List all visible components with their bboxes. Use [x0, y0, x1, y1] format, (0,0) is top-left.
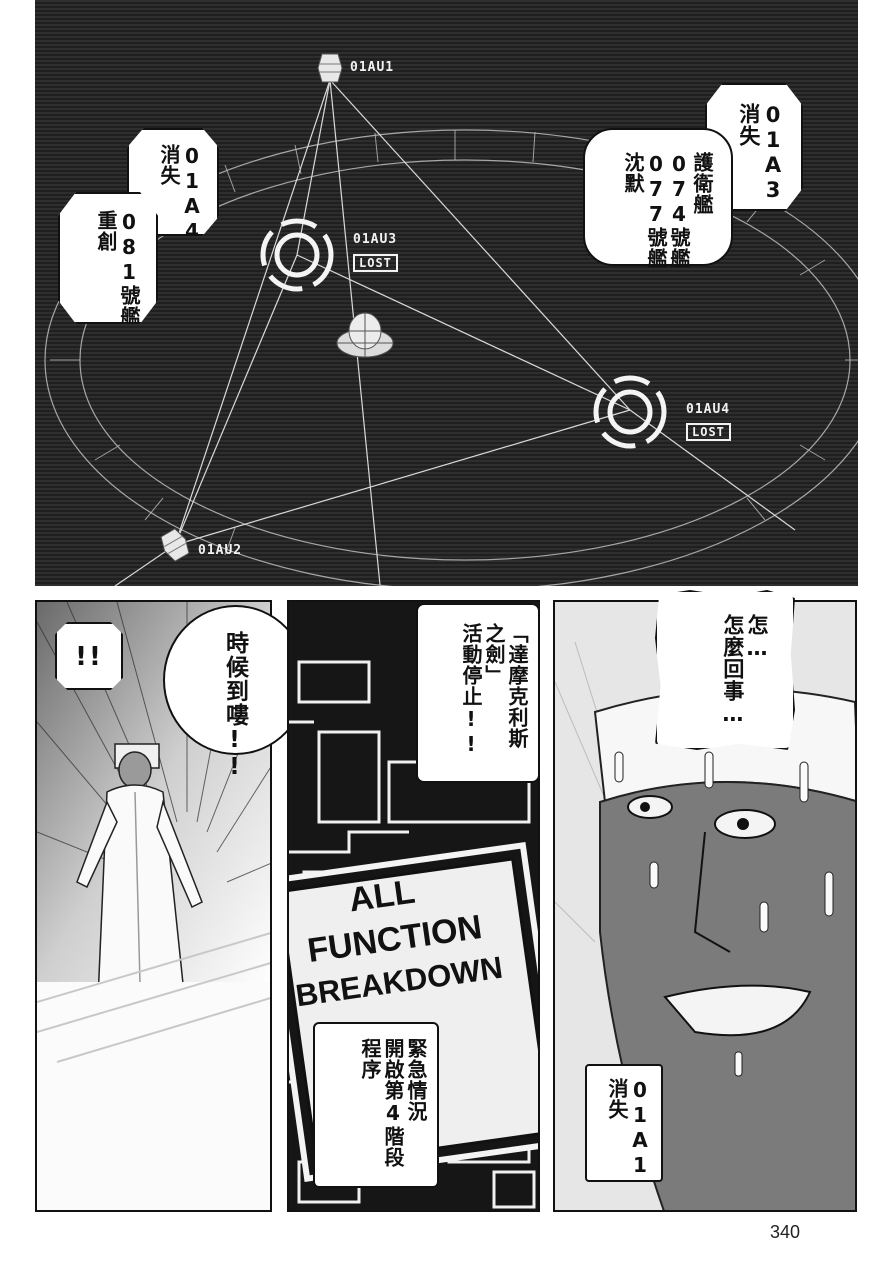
text-sword-stopped: 「達摩克利斯 之劍」 活動停止!! — [459, 623, 529, 757]
label-01au4: 01AU4 — [686, 402, 731, 417]
central-structure-icon — [336, 312, 394, 358]
sweat-drops — [614, 751, 834, 1077]
label-01au1: 01AU1 — [350, 60, 395, 75]
label-01au3: 01AU3 — [353, 232, 398, 247]
page-number: 340 — [770, 1222, 801, 1242]
unit-marker-u1 — [317, 53, 343, 83]
unit-marker-u2 — [160, 528, 190, 562]
bubble-what-happened: 怎… 怎麼回事… — [655, 590, 795, 750]
bubble-081-damaged: 081號艦 重創 — [58, 192, 158, 324]
shout-text: !! — [75, 642, 103, 672]
unit-marker-u3-lost — [260, 218, 334, 292]
text-escort-silent: 護衛艦 074號艦 077號艦 沈默 — [621, 152, 714, 269]
text-01a1-vanished: 01A1 消失 — [605, 1078, 652, 1178]
text-emergency: 緊急情況 開啟第4階段 程序 — [358, 1038, 428, 1168]
unit-marker-u4-lost — [593, 375, 667, 449]
shout-bubble: !! — [55, 622, 123, 690]
lost-badge-u4: LOST — [686, 423, 731, 441]
panel-console: ALL FUNCTION BREAKDOWN 緊急情況 開啟第4階段 程序 — [287, 600, 540, 1212]
lost-badge-u3: LOST — [353, 254, 398, 272]
label-01au2: 01AU2 — [198, 543, 243, 558]
text-01a4-vanished: 01A4 消失 — [157, 144, 204, 244]
commander-mouth — [663, 984, 812, 1037]
text-01a3-vanished: 01A3 消失 — [736, 103, 785, 203]
bubble-time-has-come: 時候到嘍!! — [163, 605, 308, 781]
text-time-has-come: 時候到嘍!! — [221, 631, 248, 781]
bubble-escort-silent: 護衛艦 074號艦 077號艦 沈默 — [583, 128, 733, 269]
caption-emergency: 緊急情況 開啟第4階段 程序 — [313, 1022, 439, 1188]
caption-01a1-vanished: 01A1 消失 — [585, 1064, 663, 1182]
text-what-happened: 怎… 怎麼回事… — [720, 614, 769, 727]
motion-streaks — [37, 932, 270, 1063]
bubble-sword-stopped: 「達摩克利斯 之劍」 活動停止!! — [416, 603, 540, 783]
text-081-damaged: 081號艦 重創 — [94, 210, 141, 327]
